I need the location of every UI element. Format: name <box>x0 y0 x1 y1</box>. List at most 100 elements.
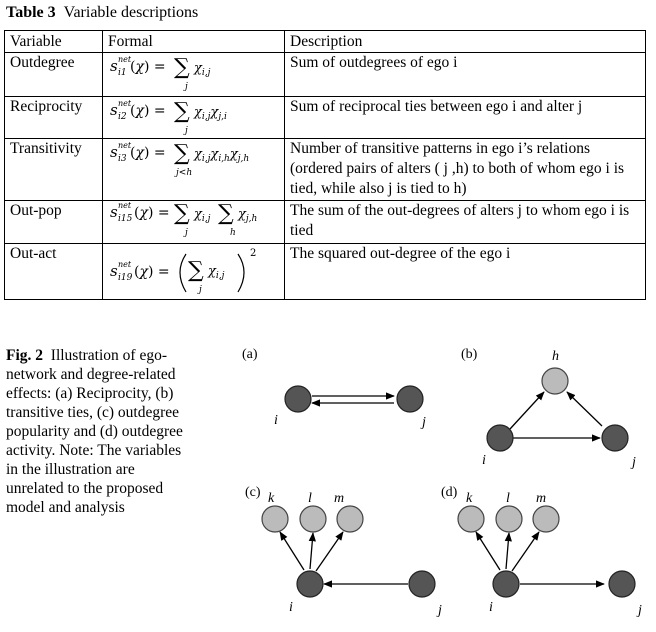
node-label-l: l <box>308 491 312 506</box>
svg-text:χi,j: χi,j <box>193 207 211 224</box>
node-k <box>457 505 485 533</box>
node-i <box>284 385 312 413</box>
transitivity-formula: s net i3 (χ) = ∑ j<h χi,jχi,hχj,h <box>108 139 279 179</box>
svg-text:χi,j: χi,j <box>193 61 211 78</box>
svg-text:∑: ∑ <box>174 201 190 226</box>
svg-text:∑: ∑ <box>218 201 234 226</box>
table-row: Outdegree s net i1 (χ) = ∑ j χi,j Sum of… <box>4 52 646 97</box>
edge-i-to-l <box>504 532 512 570</box>
svg-text:∑: ∑ <box>174 141 190 166</box>
svg-text:(χ) =: (χ) = <box>130 145 166 161</box>
node-m <box>532 505 560 533</box>
svg-text:(χ) =: (χ) = <box>130 59 166 75</box>
edge-i-to-m <box>315 531 344 572</box>
svg-text:χj,h: χj,h <box>237 207 257 224</box>
figure-caption: Fig. 2 Illustration of ego-network and d… <box>6 346 186 517</box>
table-label: Table 3 <box>6 4 56 21</box>
node-label-l: l <box>506 491 510 506</box>
header-variable: Variable <box>4 30 103 53</box>
svg-text:∑: ∑ <box>174 99 190 124</box>
node-i <box>486 424 514 452</box>
svg-text:s: s <box>110 203 118 221</box>
svg-text:net: net <box>118 201 132 210</box>
svg-text:∑: ∑ <box>188 258 204 283</box>
variable-table: Variable Formal Description Outdegree s … <box>4 30 646 300</box>
svg-text:(χ) =: (χ) = <box>134 205 170 221</box>
node-label-j: j <box>436 603 442 618</box>
node-i <box>296 570 324 598</box>
edge-i-to-l <box>308 532 316 570</box>
figure-caption-text: Illustration of ego-network and degree-r… <box>6 347 183 516</box>
svg-text:s: s <box>110 143 118 161</box>
node-label-m: m <box>334 491 344 506</box>
node-m <box>336 505 364 533</box>
panel-label-b: (b) <box>461 347 478 362</box>
description-cell: Sum of outdegrees of ego i <box>284 52 646 97</box>
svg-text:i2: i2 <box>118 112 127 122</box>
formula-cell: s net i15 (χ) = ∑ j χi,j ∑ h χj,h <box>102 200 285 244</box>
svg-text:(χ) =: (χ) = <box>130 103 166 119</box>
edge-i-to-k <box>279 531 305 571</box>
svg-text:s: s <box>110 57 118 75</box>
node-k <box>261 505 289 533</box>
node-label-j: j <box>420 415 426 430</box>
node-j <box>396 385 424 413</box>
node-label-m: m <box>536 491 546 506</box>
description-cell: Sum of reciprocal ties between ego i and… <box>284 96 646 139</box>
formula-cell: s net i1 (χ) = ∑ j χi,j <box>102 52 285 97</box>
node-l <box>495 505 523 533</box>
svg-text:j: j <box>183 228 188 238</box>
reciprocity-formula: s net i2 (χ) = ∑ j χi,jχj,i <box>108 97 279 137</box>
panel-label-c: (c) <box>245 485 261 500</box>
edge-i-to-k <box>475 531 501 571</box>
svg-text:s: s <box>110 101 118 119</box>
svg-text:net: net <box>118 141 132 150</box>
edge-i-to-h <box>509 391 545 430</box>
svg-text:j: j <box>183 126 188 136</box>
variable-cell: Transitivity <box>4 138 103 201</box>
table-row: Out-act s net i19 (χ) = ∑ j χi,j 2 <box>4 243 646 300</box>
panel-label-a: (a) <box>242 347 258 362</box>
table-header-row: Variable Formal Description <box>4 30 646 53</box>
description-cell: Number of transitive patterns in ego i’s… <box>284 138 646 201</box>
node-label-k: k <box>268 491 275 506</box>
svg-text:j: j <box>183 82 188 92</box>
svg-text:i15: i15 <box>118 214 133 224</box>
node-h <box>541 367 569 395</box>
panel-label-d: (d) <box>441 485 458 500</box>
edge-i-to-m <box>511 531 540 572</box>
header-description: Description <box>284 30 646 53</box>
svg-text:i1: i1 <box>118 68 127 78</box>
node-label-i: i <box>489 600 493 615</box>
node-j <box>601 424 629 452</box>
table-row: Out-pop s net i15 (χ) = ∑ j χi,j ∑ h χj,… <box>4 200 646 244</box>
svg-text:net: net <box>118 55 132 64</box>
svg-text:i19: i19 <box>118 273 133 283</box>
node-label-j: j <box>636 603 642 618</box>
network-illustration: (a) i j (b) h i j (c) k l m i j (d) k l … <box>242 347 642 618</box>
node-i <box>492 570 520 598</box>
description-cell: The squared out-degree of the ego i <box>284 243 646 300</box>
variable-cell: Reciprocity <box>4 96 103 139</box>
description-cell: The sum of the out-degrees of alters j t… <box>284 200 646 244</box>
svg-text:h: h <box>230 228 236 238</box>
svg-text:s: s <box>110 262 118 280</box>
table-title-text: Variable descriptions <box>63 4 199 21</box>
node-j <box>408 570 436 598</box>
outpop-formula: s net i15 (χ) = ∑ j χi,j ∑ h χj,h <box>108 201 279 241</box>
header-formal: Formal <box>102 30 285 53</box>
outact-formula: s net i19 (χ) = ∑ j χi,j 2 <box>108 244 279 298</box>
formula-cell: s net i19 (χ) = ∑ j χi,j 2 <box>102 243 285 300</box>
node-j <box>608 570 636 598</box>
figure-label: Fig. 2 <box>6 347 44 364</box>
svg-text:net: net <box>118 260 132 269</box>
formula-cell: s net i3 (χ) = ∑ j<h χi,jχi,hχj,h <box>102 138 285 201</box>
svg-text:χi,jχi,hχj,h: χi,jχi,hχj,h <box>193 147 249 164</box>
node-label-k: k <box>466 491 473 506</box>
svg-text:χi,j: χi,j <box>207 264 225 281</box>
svg-text:(χ) =: (χ) = <box>134 264 170 280</box>
svg-text:∑: ∑ <box>174 55 190 80</box>
node-label-i: i <box>482 453 486 468</box>
formula-cell: s net i2 (χ) = ∑ j χi,jχj,i <box>102 96 285 139</box>
table-row: Transitivity s net i3 (χ) = ∑ j<h χi,jχi… <box>4 138 646 201</box>
